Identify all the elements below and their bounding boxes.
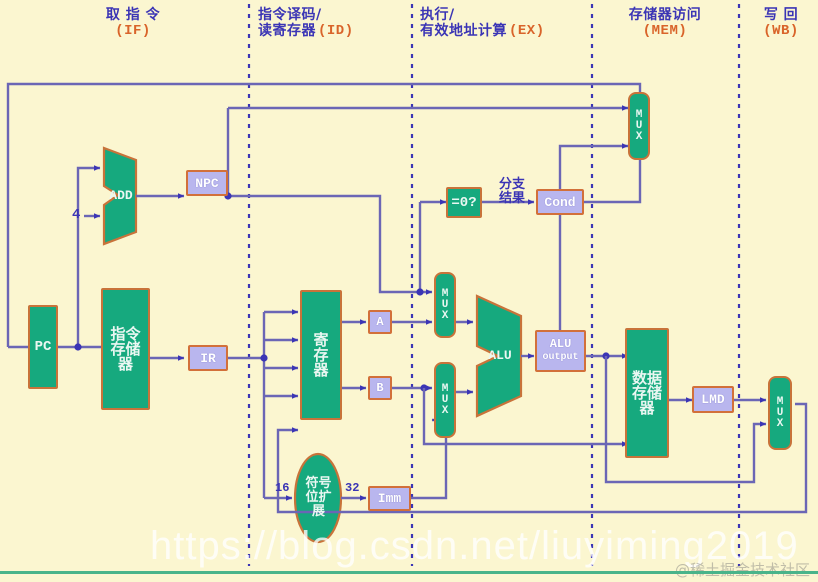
a-label: A bbox=[376, 315, 384, 329]
stage-mem-en: (MEM) bbox=[642, 22, 688, 39]
mux-pc-source-m: M bbox=[635, 108, 643, 121]
mux-ex-bottom-m: M bbox=[441, 382, 449, 395]
branch-result-line2: 结果 bbox=[498, 191, 525, 207]
branch-result-label: 分支 结果 bbox=[489, 177, 535, 207]
lmd-register[interactable]: LMD bbox=[692, 386, 734, 413]
stage-if-cn: 取 指 令 bbox=[105, 7, 161, 23]
mux-ex-bottom-u: U bbox=[441, 393, 449, 406]
imm-label: Imm bbox=[377, 491, 402, 506]
add-unit-shape bbox=[102, 146, 138, 246]
stage-ex-cn-line2: 有效地址计算 bbox=[420, 22, 507, 39]
mux-ex-top-x: X bbox=[441, 309, 449, 322]
cond-label: Cond bbox=[544, 194, 576, 210]
b-label: B bbox=[376, 381, 384, 395]
alu-shape bbox=[475, 294, 523, 418]
stage-mem-cn: 存储器访问 bbox=[628, 7, 702, 23]
constant-four-label: 4 bbox=[72, 207, 81, 223]
mux-ex-bottom-x: X bbox=[441, 404, 449, 417]
stage-ex-cn-line1: 执行/ bbox=[420, 7, 455, 23]
instruction-memory-line3: 器 bbox=[117, 354, 133, 373]
data-memory[interactable]: 数据 存储 器 bbox=[625, 328, 669, 458]
bottom-rule bbox=[0, 571, 818, 574]
npc-label: NPC bbox=[195, 175, 219, 191]
branch-result-line1: 分支 bbox=[498, 177, 525, 192]
wire-b-to-dmem-write bbox=[422, 388, 629, 447]
mux-wb[interactable]: M U X bbox=[768, 376, 792, 450]
a-register[interactable]: A bbox=[368, 310, 392, 334]
alu-output-line2: output bbox=[542, 352, 579, 364]
wire-cond-to-mux-mem bbox=[584, 160, 642, 204]
mux-ex-top-m: M bbox=[441, 287, 449, 300]
wire-npc-to-ex-mux-top bbox=[228, 194, 433, 295]
stage-id-en: (ID) bbox=[318, 22, 354, 39]
register-file[interactable]: 寄 存 器 bbox=[300, 290, 342, 420]
stage-wb-cn: 写 回 bbox=[763, 7, 799, 23]
register-file-line1: 寄 bbox=[313, 330, 329, 349]
mux-wb-x: X bbox=[776, 417, 784, 430]
wire-aluout-to-wb-mux bbox=[604, 356, 767, 484]
stage-header-if: 取 指 令 (IF) bbox=[78, 7, 188, 39]
data-memory-line3: 器 bbox=[639, 398, 655, 417]
mux-pc-source[interactable]: M U X bbox=[628, 92, 650, 160]
stage-wb-en: (WB) bbox=[763, 22, 799, 39]
data-memory-line1: 数据 bbox=[631, 368, 662, 387]
instruction-memory-line1: 指令 bbox=[110, 324, 141, 343]
lmd-label: LMD bbox=[701, 392, 725, 407]
alu-output-line1: ALU bbox=[549, 337, 572, 352]
stage-header-ex: 执行/ 有效地址计算 (EX) bbox=[420, 7, 590, 39]
mux-pc-source-u: U bbox=[635, 119, 643, 132]
instruction-memory-line2: 存储 bbox=[110, 339, 141, 358]
stage-if-en: (IF) bbox=[115, 22, 151, 39]
imm-register[interactable]: Imm bbox=[368, 486, 411, 511]
mux-wb-m: M bbox=[776, 395, 784, 408]
bus-width-16-label: 16 bbox=[275, 481, 290, 495]
stage-dividers bbox=[247, 4, 741, 566]
pc-label: PC bbox=[34, 339, 52, 355]
wire-group bbox=[6, 82, 808, 514]
mux-ex-top-u: U bbox=[441, 298, 449, 311]
mux-wb-u: U bbox=[776, 406, 784, 419]
zero-test-unit[interactable]: =0? bbox=[446, 187, 482, 218]
mux-ex-bottom[interactable]: M U X bbox=[434, 362, 456, 438]
watermark-url: https://blog.csdn.net/liuyiming2019 bbox=[150, 524, 799, 568]
stage-id-cn-line2: 读寄存器 bbox=[258, 22, 316, 39]
ir-label: IR bbox=[200, 350, 216, 366]
wire-pc-to-add bbox=[76, 165, 101, 347]
stage-id-cn-line1: 指令译码/ bbox=[258, 7, 322, 23]
wire-aluout-up-to-mux-mem bbox=[558, 143, 629, 332]
instruction-memory[interactable]: 指令 存储 器 bbox=[101, 288, 150, 410]
ir-register[interactable]: IR bbox=[188, 345, 228, 371]
zero-test-label: =0? bbox=[451, 194, 477, 211]
stage-header-mem: 存储器访问 (MEM) bbox=[600, 7, 730, 39]
bus-width-32-label: 32 bbox=[345, 481, 360, 495]
data-memory-line2: 存储 bbox=[631, 383, 662, 402]
wire-mux-mem-to-pc-top bbox=[6, 82, 642, 347]
stage-header-id: 指令译码/ 读寄存器 (ID) bbox=[258, 7, 408, 39]
pc-register[interactable]: PC bbox=[28, 305, 58, 389]
register-file-line2: 存 bbox=[313, 345, 329, 364]
b-register[interactable]: B bbox=[368, 376, 392, 400]
stage-header-wb: 写 回 (WB) bbox=[748, 7, 814, 39]
npc-register[interactable]: NPC bbox=[186, 170, 228, 196]
mux-pc-source-x: X bbox=[635, 130, 643, 143]
register-file-line3: 器 bbox=[313, 360, 329, 379]
cond-register[interactable]: Cond bbox=[536, 189, 584, 215]
watermark-site: @稀土掘金技术社区 bbox=[674, 561, 810, 579]
mux-ex-top[interactable]: M U X bbox=[434, 272, 456, 338]
stage-ex-en: (EX) bbox=[509, 22, 545, 39]
alu-output-register[interactable]: ALU output bbox=[535, 330, 586, 372]
wire-wbmux-to-regfile bbox=[276, 402, 808, 514]
